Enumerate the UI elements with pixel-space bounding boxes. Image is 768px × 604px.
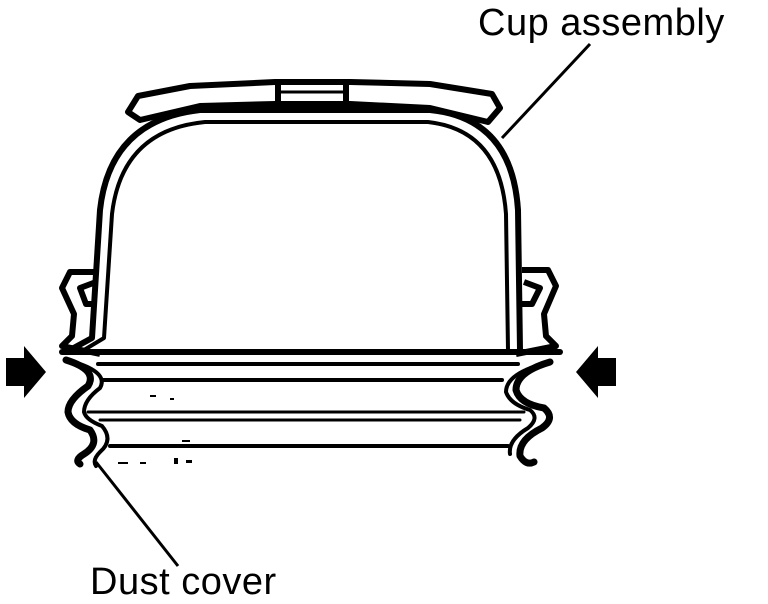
arrow-left-icon: [576, 346, 616, 398]
cup-left-flange: [59, 269, 101, 357]
cup-assembly-label: Cup assembly: [478, 2, 725, 44]
cup-right-flange: [515, 267, 559, 357]
cup-assembly-leader-line: [500, 42, 592, 140]
cup-bottom-band: [59, 349, 563, 366]
cup-top-rim: [125, 79, 503, 125]
cup-body: [67, 107, 523, 353]
scan-speckles: [118, 395, 192, 464]
dust-cover-leader-line: [94, 461, 180, 567]
arrow-right-icon: [6, 346, 46, 398]
dust-cover-bellows: [62, 356, 554, 468]
dust-cover-label: Dust cover: [90, 561, 277, 603]
